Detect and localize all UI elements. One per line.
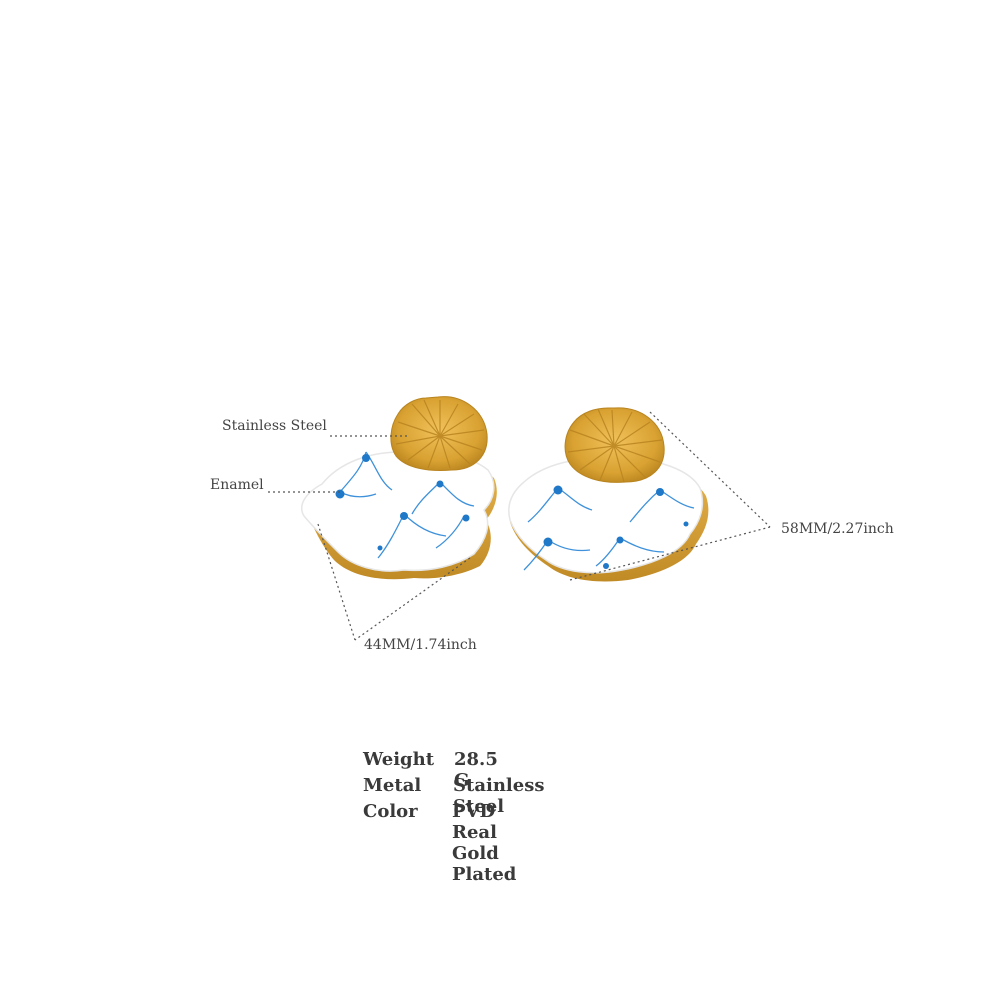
width-dimension-label: 58MM/2.27inch [781,521,894,537]
spec-value: Stainless Steel [453,775,545,817]
right-earring [508,407,709,582]
height-dimension-left [317,523,356,641]
stainless-steel-callout: Stainless Steel [222,418,327,434]
spec-value: PVD Real Gold Plated [452,801,517,885]
spec-value: 28.5 G [454,749,498,791]
spec-key: Metal [363,775,422,796]
spec-key: Weight [363,749,435,770]
left-blue-spots [335,454,470,551]
height-dimension-right [354,557,471,641]
left-earring [301,396,497,580]
spec-key: Color [363,801,418,822]
leader-lines [268,411,771,641]
right-blue-spots [543,485,689,569]
left-lily-pad-stud [390,396,488,471]
enamel-callout: Enamel [210,477,264,493]
right-lily-pad-stud [564,407,665,483]
height-dimension-label: 44MM/1.74inch [364,637,477,653]
